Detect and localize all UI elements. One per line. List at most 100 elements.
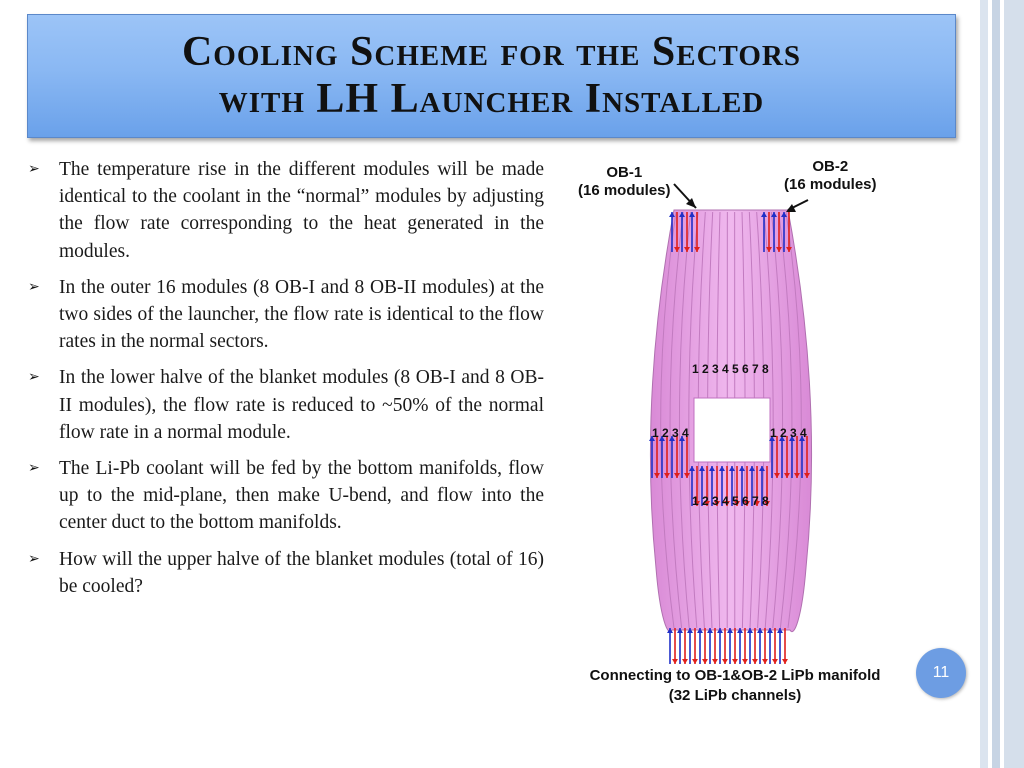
module-tube — [688, 211, 699, 629]
up-arrowhead-icon — [699, 466, 705, 471]
up-arrowhead-icon — [679, 212, 685, 217]
down-arrowhead-icon — [664, 473, 670, 478]
down-arrowhead-icon — [766, 247, 772, 252]
bullet-text: In the lower halve of the blanket module… — [59, 367, 544, 443]
down-arrowhead-icon — [722, 659, 728, 664]
right-module-numbers: 1 2 3 4 — [770, 426, 807, 440]
down-arrowhead-icon — [712, 659, 718, 664]
up-arrowhead-icon — [779, 436, 785, 441]
up-arrowhead-icon — [649, 436, 655, 441]
ob2-label: OB-2 (16 modules) — [784, 158, 877, 194]
down-arrowhead-icon — [674, 473, 680, 478]
launcher-port-opening — [693, 397, 771, 463]
up-arrowhead-icon — [761, 212, 767, 217]
arrow-bullet-icon: ➢ — [28, 278, 40, 295]
flow-arrows — [649, 212, 810, 664]
ob1-pointer-arrowhead-icon — [686, 198, 696, 208]
down-arrowhead-icon — [762, 659, 768, 664]
bullet-item: ➢ The Li-Pb coolant will be fed by the b… — [28, 455, 544, 537]
ob2-pointer-arrowhead-icon — [786, 204, 796, 212]
slide-side-decoration — [974, 0, 1024, 768]
up-arrowhead-icon — [689, 466, 695, 471]
down-arrowhead-icon — [692, 659, 698, 664]
page-number-badge: 11 — [916, 648, 966, 698]
ob2-title: OB-2 — [812, 158, 849, 175]
up-arrowhead-icon — [659, 436, 665, 441]
down-arrowhead-icon — [784, 473, 790, 478]
down-arrowhead-icon — [694, 247, 700, 252]
left-module-numbers: 1 2 3 4 — [652, 426, 689, 440]
up-arrowhead-icon — [799, 436, 805, 441]
bullet-item: ➢ In the outer 16 modules (8 OB-I and 8 … — [28, 274, 544, 356]
up-arrowhead-icon — [767, 628, 773, 633]
bullet-text: The temperature rise in the different mo… — [59, 159, 544, 262]
down-arrowhead-icon — [672, 659, 678, 664]
up-arrowhead-icon — [729, 466, 735, 471]
slide-title-line-1: Cooling Scheme for the Sectors — [181, 29, 802, 75]
down-arrowhead-icon — [776, 247, 782, 252]
up-arrowhead-icon — [667, 628, 673, 633]
down-arrowhead-icon — [702, 659, 708, 664]
down-arrowhead-icon — [786, 247, 792, 252]
down-arrowhead-icon — [752, 659, 758, 664]
blanket-module-diagram: OB-1 (16 modules) OB-2 (16 modules) 1 2 … — [556, 148, 916, 708]
down-arrowhead-icon — [804, 473, 810, 478]
up-arrowhead-icon — [757, 628, 763, 633]
bullet-text: How will the upper halve of the blanket … — [59, 548, 544, 597]
up-arrowhead-icon — [749, 466, 755, 471]
module-tube — [763, 211, 774, 629]
up-arrowhead-icon — [759, 466, 765, 471]
down-arrowhead-icon — [682, 659, 688, 664]
down-arrowhead-icon — [774, 473, 780, 478]
manifold-caption: Connecting to OB-1&OB-2 LiPb manifold (3… — [562, 666, 908, 706]
down-arrowhead-icon — [684, 247, 690, 252]
up-arrowhead-icon — [697, 628, 703, 633]
up-arrowhead-icon — [781, 212, 787, 217]
up-arrowhead-icon — [777, 628, 783, 633]
ob1-title: OB-1 — [606, 164, 643, 181]
module-tube — [785, 211, 802, 629]
up-arrowhead-icon — [679, 436, 685, 441]
up-arrowhead-icon — [727, 628, 733, 633]
down-arrowhead-icon — [684, 473, 690, 478]
slide-title-line-2: with LH Launcher Installed — [218, 76, 765, 122]
up-arrowhead-icon — [717, 628, 723, 633]
module-tube — [770, 211, 784, 629]
bullet-text: The Li-Pb coolant will be fed by the bot… — [59, 458, 544, 534]
up-arrowhead-icon — [669, 212, 675, 217]
up-arrowhead-icon — [677, 628, 683, 633]
down-arrowhead-icon — [732, 659, 738, 664]
down-arrowhead-icon — [764, 501, 770, 506]
bullet-item: ➢ How will the upper halve of the blanke… — [28, 546, 544, 600]
down-arrowhead-icon — [694, 501, 700, 506]
arrow-bullet-icon: ➢ — [28, 161, 40, 177]
arrow-bullet-icon: ➢ — [28, 369, 40, 386]
down-arrowhead-icon — [674, 247, 680, 252]
arrow-bullet-icon: ➢ — [28, 460, 40, 477]
up-arrowhead-icon — [707, 628, 713, 633]
down-arrowhead-icon — [704, 501, 710, 506]
module-tube — [669, 211, 684, 629]
down-arrowhead-icon — [744, 501, 750, 506]
module-tube — [678, 211, 692, 629]
down-arrowhead-icon — [734, 501, 740, 506]
ob1-label: OB-1 (16 modules) — [578, 164, 671, 200]
caption-line-1: Connecting to OB-1&OB-2 LiPb manifold — [589, 667, 881, 684]
down-arrowhead-icon — [724, 501, 730, 506]
up-arrowhead-icon — [739, 466, 745, 471]
caption-line-2: (32 LiPb channels) — [668, 687, 802, 704]
up-arrowhead-icon — [689, 212, 695, 217]
bullet-item: ➢ In the lower halve of the blanket modu… — [28, 364, 544, 446]
down-arrowhead-icon — [782, 659, 788, 664]
up-arrowhead-icon — [789, 436, 795, 441]
bottom-module-numbers: 1 2 3 4 5 6 7 8 — [692, 494, 769, 508]
up-arrowhead-icon — [737, 628, 743, 633]
module-schematic — [649, 183, 813, 664]
bullet-text: In the outer 16 modules (8 OB-I and 8 OB… — [59, 276, 544, 353]
down-arrowhead-icon — [742, 659, 748, 664]
up-arrowhead-icon — [719, 466, 725, 471]
down-arrowhead-icon — [772, 659, 778, 664]
title-banner: Cooling Scheme for the Sectors with LH L… — [27, 14, 956, 138]
up-arrowhead-icon — [709, 466, 715, 471]
up-arrowhead-icon — [769, 436, 775, 441]
